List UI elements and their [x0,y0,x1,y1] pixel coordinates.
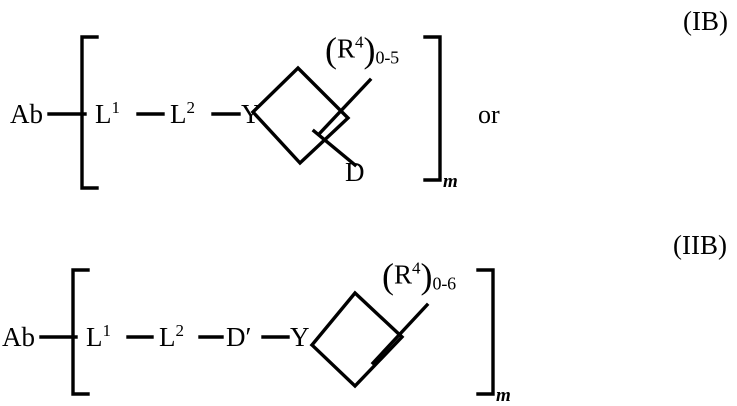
formula-tag-iib: (IIB) [673,230,727,260]
ring-diamond-iib [309,290,405,389]
right-bracket-iib [476,268,495,396]
linker1-label-iib: L1 [86,321,111,352]
ring-atom-y-iib: Y [290,322,310,352]
ring-atom-y-ib: Y [241,99,261,129]
linker1-label-ib: L1 [95,98,120,129]
bond-ring-to-r4 [370,302,430,366]
antibody-label-iib: Ab [2,322,35,352]
linker2-label-ib: L2 [170,98,195,129]
bracket-subscript-ib: m [443,171,458,192]
linker2-label-iib: L2 [159,321,184,352]
formula-tag-ib: (IB) [683,6,728,36]
formula-ib-block: Ab L1 L2 Y (R4)0-5 D m or (IB) [0,0,737,201]
bond-ring-to-d [311,128,358,168]
conjunction-or: or [478,100,500,129]
drug-label-ib: D [345,157,365,187]
antibody-label-ib: Ab [10,99,43,129]
formula-iib-bond-skeleton [39,268,495,396]
bracket-subscript-iib: m [496,385,511,406]
bond-ring-to-r4 [317,77,373,136]
ring-diamond-ib [250,65,351,166]
left-bracket-ib [80,35,99,190]
substituent-group-iib: (R4)0-6 [382,256,456,296]
substituent-group-ib: (R4)0-5 [325,30,399,70]
left-bracket-iib [71,268,90,396]
drug-prime-label-iib: D′ [226,322,252,352]
formula-iib-block: Ab L1 L2 D′ Y (R4)0-6 m (IIB) [0,201,737,406]
right-bracket-ib [423,35,442,182]
formula-ib-bond-skeleton [47,35,442,190]
